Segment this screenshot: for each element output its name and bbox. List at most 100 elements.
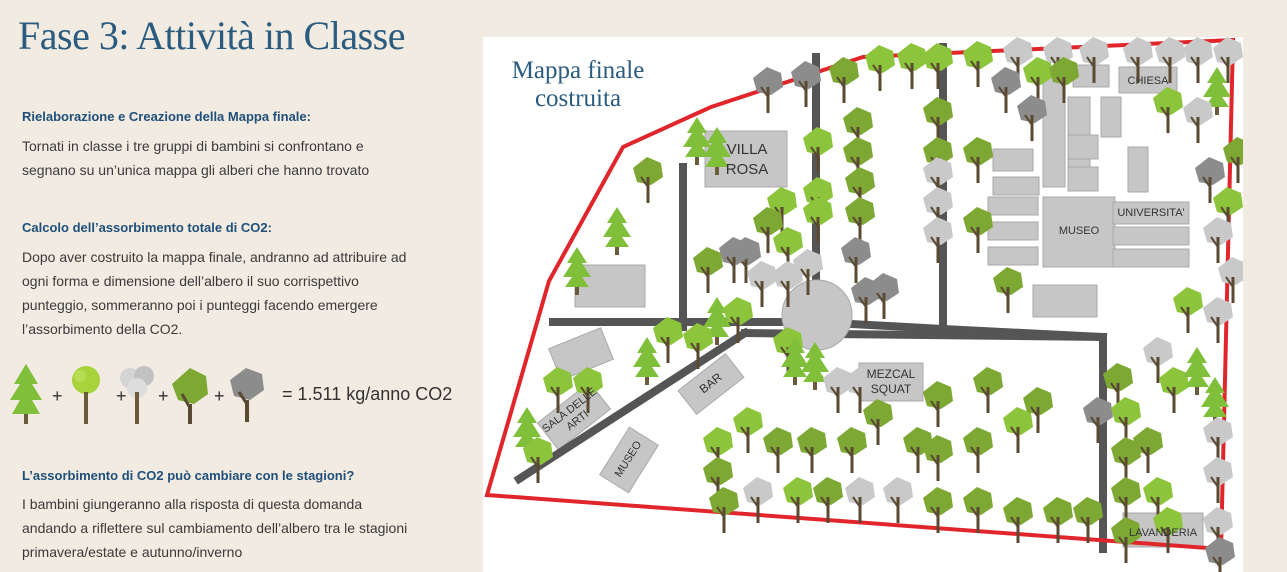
label-line: ROSA: [725, 161, 769, 178]
small-green-tree-icon: [72, 366, 100, 424]
olive-tree-icon: [973, 367, 1003, 413]
building-bar: [677, 353, 745, 415]
building-museo-bottom: [599, 426, 659, 494]
olive-tree-icon: [923, 435, 953, 481]
olive-tree-icon: [963, 427, 993, 473]
green-tree-icon: [897, 43, 927, 89]
label-line: SQUAT: [870, 382, 912, 396]
green-tree-icon: [723, 297, 753, 343]
map-title: Mappa finale costruita: [493, 57, 663, 113]
green-tree-icon: [683, 323, 713, 369]
green-tree-icon: [803, 197, 833, 243]
olive-tree-icon: [963, 137, 993, 183]
building: [1032, 284, 1098, 318]
road: [513, 327, 751, 485]
lightgray-tree-icon: [1218, 257, 1243, 303]
olive-tree-icon: [709, 487, 739, 533]
olive-tree-icon: [1111, 437, 1141, 483]
green-tree-icon: [923, 43, 953, 89]
final-map: Mappa finale costruita VILLA ROSA CHIESA…: [483, 37, 1243, 572]
building: [987, 221, 1039, 241]
heading-rielaborazione: Rielaborazione e Creazione della Mappa f…: [22, 109, 311, 124]
lightgray-tree-icon: [1123, 37, 1153, 83]
olive-tree-icon: [172, 368, 208, 424]
label-mezcal-squat: MEZCAL SQUAT: [859, 367, 923, 397]
paragraph-line: Tornati in classe i tre gruppi di bambin…: [22, 138, 364, 154]
paragraph-line: primavera/estate e autunno/inverno: [22, 544, 243, 560]
lightgray-tree-icon: [793, 249, 823, 295]
paragraph-line: ogni forma e dimensione dell’albero il s…: [22, 273, 359, 289]
lightgray-tree-icon: [923, 217, 953, 263]
conifer-icon: [633, 337, 661, 385]
building-universita: [1112, 201, 1190, 225]
olive-tree-icon: [863, 399, 893, 445]
label-lavanderia: LAVANDERIA: [1128, 527, 1198, 539]
green-tree-icon: [573, 367, 603, 413]
olive-tree-icon: [1133, 427, 1163, 473]
conifer-icon: [781, 337, 809, 385]
gray-tree-icon: [1195, 157, 1225, 203]
label-universita: UNIVERSITA': [1117, 207, 1185, 219]
olive-tree-icon: [993, 267, 1023, 313]
gray-tree-icon: [991, 67, 1021, 113]
green-tree-icon: [803, 127, 833, 173]
label-line: MEZCAL: [866, 367, 916, 381]
green-tree-icon: [1173, 287, 1203, 333]
olive-tree-icon: [1223, 137, 1243, 183]
building: [987, 246, 1039, 266]
building: [1112, 248, 1190, 268]
gray-tree-icon: [719, 237, 749, 283]
green-tree-icon: [1213, 187, 1243, 233]
olive-tree-icon: [693, 247, 723, 293]
olive-tree-icon: [813, 477, 843, 523]
green-tree-icon: [963, 41, 993, 87]
tree-equation: + + + +: [10, 364, 264, 424]
lightgray-tree-icon: [823, 367, 853, 413]
paragraph-line: l’assorbimento della CO2.: [22, 321, 183, 337]
paragraph-line: andando a riflettere sul cambiamento del…: [22, 520, 408, 536]
gray-tree-icon: [1205, 537, 1235, 572]
lightgray-tree-icon: [1155, 37, 1185, 83]
paragraph-calcolo: Dopo aver costruito la mappa finale, and…: [22, 245, 472, 341]
lightgray-tree-icon: [883, 477, 913, 523]
paragraph-line: segnano su un’unica mappa gli alberi che…: [22, 162, 370, 178]
lightgray-tree-icon: [1203, 457, 1233, 503]
conifer-icon: [801, 342, 829, 390]
conifer-icon: [563, 247, 591, 295]
olive-tree-icon: [753, 207, 783, 253]
olive-tree-icon: [1049, 57, 1079, 103]
olive-tree-icon: [923, 97, 953, 143]
gray-tree-icon: [1017, 95, 1047, 141]
paragraph-line: punteggio, sommeranno poi i punteggi fac…: [22, 297, 378, 313]
green-tree-icon: [523, 437, 553, 483]
conifer-icon: [703, 297, 731, 345]
paragraph-rielaborazione: Tornati in classe i tre gruppi di bambin…: [22, 134, 472, 182]
heading-calcolo: Calcolo dell’assorbimento totale di CO2:: [22, 220, 272, 235]
gray-tree-icon: [1083, 397, 1113, 443]
plus-sign: +: [158, 386, 169, 406]
green-tree-icon: [865, 45, 895, 91]
paragraph-line: Dopo aver costruito la mappa finale, and…: [22, 249, 407, 265]
building: [1067, 166, 1099, 192]
bare-lightgray-tree-icon: [120, 366, 154, 424]
label-museo-top: MUSEO: [1058, 225, 1100, 237]
building: [1100, 96, 1122, 138]
map-trees: [513, 37, 1243, 572]
plus-sign: +: [214, 386, 225, 406]
heading-stagioni: L’assorbimento di CO2 può cambiare con l…: [22, 468, 355, 483]
lightgray-tree-icon: [1213, 37, 1243, 83]
building: [987, 196, 1039, 216]
lightgray-tree-icon: [1143, 337, 1173, 383]
olive-tree-icon: [923, 381, 953, 427]
olive-tree-icon: [797, 427, 827, 473]
green-tree-icon: [783, 477, 813, 523]
olive-tree-icon: [829, 57, 859, 103]
lightgray-tree-icon: [747, 261, 777, 307]
map-title-line: costruita: [534, 85, 622, 112]
olive-tree-icon: [1073, 497, 1103, 543]
green-tree-icon: [1159, 367, 1189, 413]
building: [1112, 226, 1190, 246]
equation-result: = 1.511 kg/anno CO2: [282, 384, 453, 404]
lightgray-tree-icon: [1203, 417, 1233, 463]
lightgray-tree-icon: [1079, 37, 1109, 83]
